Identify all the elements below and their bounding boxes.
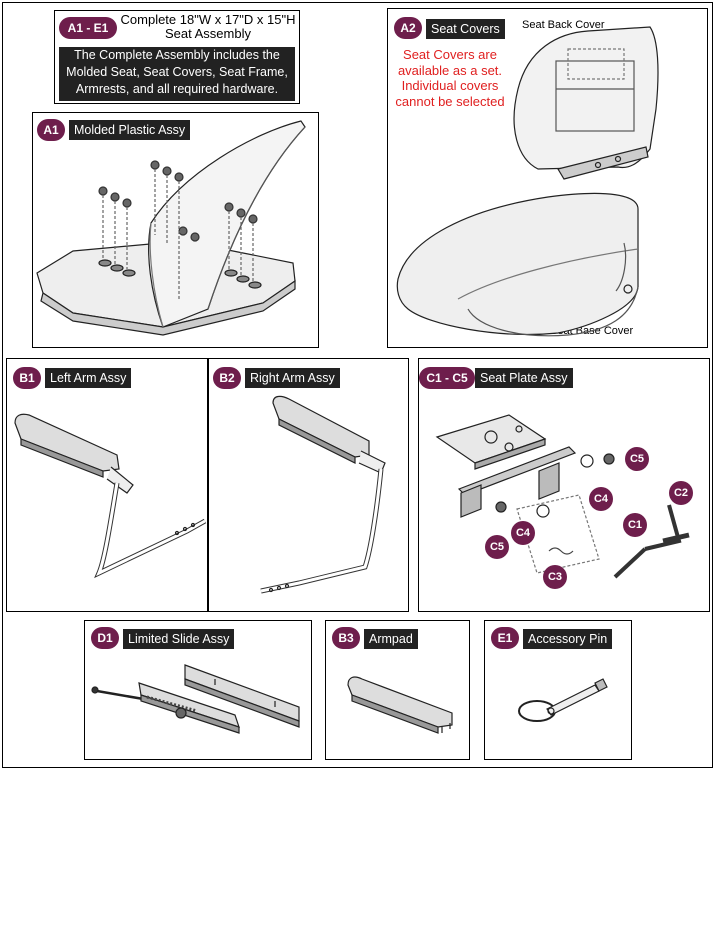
seat-covers-note-line: Seat Covers are bbox=[403, 47, 497, 62]
panel-a1-label: Molded Plastic Assy bbox=[69, 120, 191, 140]
callout-c2: C2 bbox=[669, 481, 693, 505]
callout-c5-upper: C5 bbox=[625, 447, 649, 471]
panel-e1-badge: E1 bbox=[491, 627, 519, 649]
panel-a1-molded-plastic: A1 Molded Plastic Assy bbox=[32, 112, 319, 348]
assembly-description-line: Armrests, and all required hardware. bbox=[75, 82, 279, 96]
left-arm-drawing bbox=[14, 413, 207, 579]
panel-b2-label: Right Arm Assy bbox=[245, 368, 340, 388]
assembly-description: The Complete Assembly includes the Molde… bbox=[59, 47, 295, 101]
seat-covers-note-line: Individual covers bbox=[401, 78, 499, 93]
seat-covers-note-line: available as a set. bbox=[397, 62, 503, 78]
panel-b2-right-arm: B2 Right Arm Assy bbox=[208, 358, 409, 612]
seat-plate-drawing bbox=[435, 414, 690, 579]
assembly-description-line: Molded Seat, Seat Covers, Seat Frame, bbox=[66, 65, 288, 79]
panel-a1-badge: A1 bbox=[37, 119, 65, 141]
panel-b3-badge: B3 bbox=[332, 627, 360, 649]
callout-c4-lower: C4 bbox=[511, 521, 535, 545]
assembly-title: Complete 18"W x 17"D x 15"H Seat Assembl… bbox=[117, 13, 299, 41]
panel-d1-badge: D1 bbox=[91, 627, 119, 649]
callout-c4-upper: C4 bbox=[589, 487, 613, 511]
panel-c-label: Seat Plate Assy bbox=[475, 368, 573, 388]
diagram-frame bbox=[2, 2, 713, 768]
panel-b1-left-arm: B1 Left Arm Assy bbox=[6, 358, 208, 612]
seat-covers-note: Seat Covers are available as a set. Indi… bbox=[392, 47, 508, 109]
accessory-pin-drawing bbox=[518, 678, 608, 722]
molded-seat-drawing bbox=[36, 120, 306, 336]
assembly-title-line1: Complete 18"W x 17"D x 15"H bbox=[120, 12, 296, 27]
panel-e1-accessory-pin: E1 Accessory Pin bbox=[484, 620, 632, 760]
callout-c3: C3 bbox=[543, 565, 567, 589]
panel-c-badge: C1 - C5 bbox=[419, 367, 475, 389]
right-arm-drawing bbox=[260, 395, 386, 594]
panel-d1-label: Limited Slide Assy bbox=[123, 629, 235, 649]
seat-covers-drawing bbox=[396, 26, 659, 337]
limited-slide-drawing bbox=[91, 664, 300, 734]
seat-covers-note-line: cannot be selected bbox=[395, 93, 505, 109]
panel-e1-label: Accessory Pin bbox=[523, 629, 613, 649]
assembly-description-line: The Complete Assembly includes the bbox=[74, 48, 280, 62]
seat-back-cover-label: Seat Back Cover bbox=[522, 19, 605, 31]
armpad-drawing bbox=[347, 676, 453, 734]
panel-b2-badge: B2 bbox=[213, 367, 241, 389]
panel-a2-badge: A2 bbox=[394, 17, 422, 39]
callout-c5-lower: C5 bbox=[485, 535, 509, 559]
panel-c-seat-plate: C1 - C5 Seat Plate Assy C5 C4 C2 C1 C5 C… bbox=[418, 358, 710, 612]
panel-a2-label: Seat Covers bbox=[426, 19, 505, 39]
panel-b3-label: Armpad bbox=[364, 629, 418, 649]
panel-b3-armpad: B3 Armpad bbox=[325, 620, 470, 760]
panel-b1-badge: B1 bbox=[13, 367, 41, 389]
assembly-badge: A1 - E1 bbox=[59, 17, 117, 39]
assembly-title-line2: Seat Assembly bbox=[165, 26, 251, 41]
assembly-header: A1 - E1 Complete 18"W x 17"D x 15"H Seat… bbox=[54, 10, 300, 104]
panel-b1-label: Left Arm Assy bbox=[45, 368, 132, 388]
panel-d1-limited-slide: D1 Limited Slide Assy bbox=[84, 620, 312, 760]
callout-c1: C1 bbox=[623, 513, 647, 537]
panel-a2-seat-covers: A2 Seat Covers Seat Covers are available… bbox=[387, 8, 708, 348]
